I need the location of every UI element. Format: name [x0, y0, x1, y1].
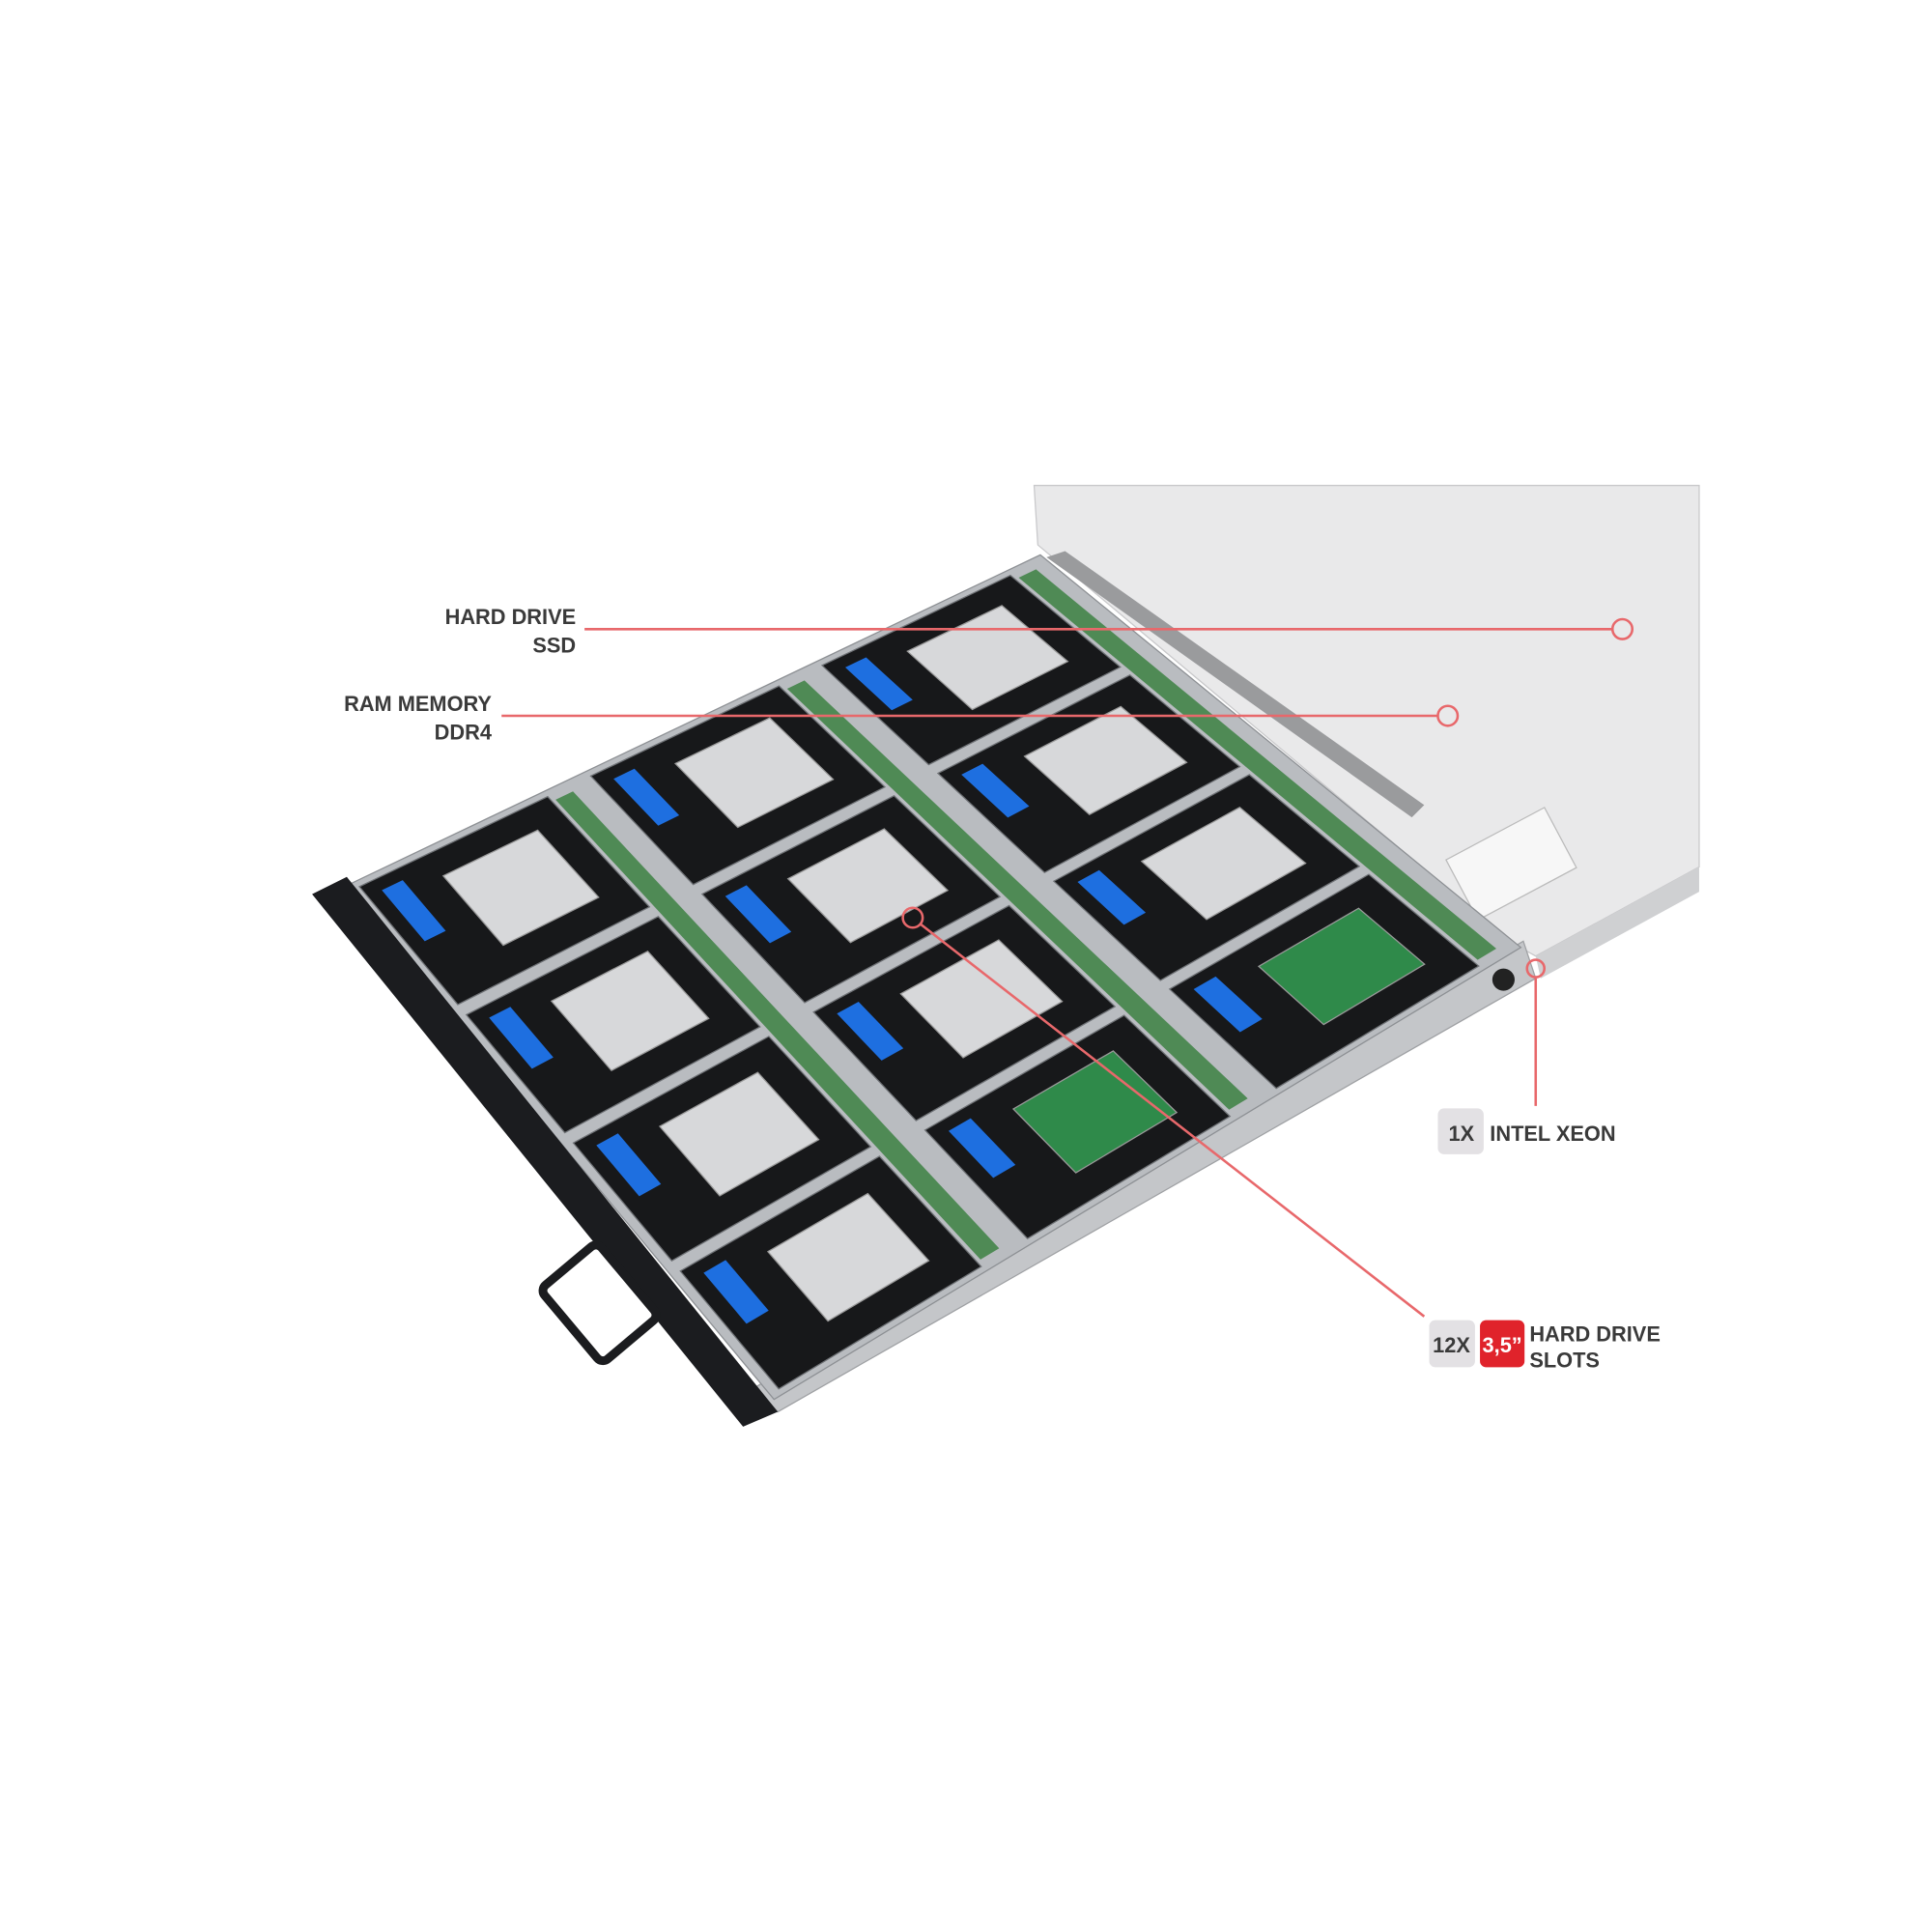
slots-label-line2: SLOTS: [1529, 1348, 1600, 1372]
drive-tray-plate: [550, 950, 710, 1072]
drive-tray-plate: [673, 717, 835, 829]
drive-size-badge: [1480, 1320, 1525, 1368]
drive-latch-icon: [382, 880, 446, 942]
drive-tray-plate: [786, 828, 950, 944]
backplane-pcb: [786, 680, 1248, 1110]
drive-latch-icon: [837, 1002, 904, 1061]
drive-tray-plate: [441, 829, 600, 947]
front-bezel: [312, 876, 779, 1427]
callout-line-slots: [919, 923, 1426, 1318]
drive-latch-icon: [613, 768, 680, 826]
front-handle[interactable]: [538, 1240, 661, 1366]
callout-marker-cpu[interactable]: [1525, 958, 1546, 979]
drive-bay-grid: [345, 554, 1522, 1401]
drive-tray-plate: [1023, 705, 1188, 815]
drive-latch-icon: [703, 1260, 769, 1324]
drive-tray-plate: [1257, 907, 1426, 1026]
ram-label-line2: DDR4: [435, 720, 492, 744]
drive-tray-plate: [658, 1071, 820, 1197]
drive-latch-icon: [1193, 976, 1263, 1033]
callout-marker-ram[interactable]: [1436, 704, 1460, 727]
drive-tray-plate: [766, 1192, 930, 1322]
ssd-label-line2: SSD: [532, 634, 576, 658]
drive-tray-plate: [1011, 1050, 1179, 1174]
callout-marker-slots[interactable]: [901, 906, 924, 929]
backplane-pcb: [1018, 569, 1496, 960]
drive-latch-icon: [1077, 869, 1147, 925]
cpu-count-badge: [1437, 1108, 1484, 1154]
slots-count: 12X: [1433, 1333, 1470, 1357]
drive-size: 3,5”: [1483, 1333, 1522, 1357]
slots-label-line1: HARD DRIVE: [1529, 1321, 1661, 1346]
drive-latch-icon: [596, 1133, 662, 1197]
power-button[interactable]: [1492, 968, 1515, 991]
drive-latch-icon: [961, 763, 1030, 818]
backplane-pcb: [555, 791, 1000, 1260]
drive-tray-plate: [1140, 807, 1307, 921]
ram-label-line1: RAM MEMORY: [344, 692, 492, 716]
cpu-label: INTEL XEON: [1490, 1122, 1615, 1146]
drive-tray-plate: [899, 939, 1064, 1059]
ssd-label-line1: HARD DRIVE: [445, 605, 577, 629]
drive-tray-plate: [906, 605, 1069, 711]
drive-latch-icon: [724, 885, 792, 944]
drive-latch-icon: [845, 657, 913, 711]
callout-marker-ssd[interactable]: [1610, 617, 1634, 640]
vent-grille: [1046, 551, 1425, 818]
drive-latch-icon: [489, 1007, 554, 1069]
drive-latch-icon: [948, 1118, 1016, 1179]
cpu-count: 1X: [1448, 1122, 1474, 1146]
compliance-label: [1445, 807, 1577, 922]
chassis-side-panel: [1535, 867, 1699, 979]
slots-count-badge: [1429, 1320, 1475, 1368]
